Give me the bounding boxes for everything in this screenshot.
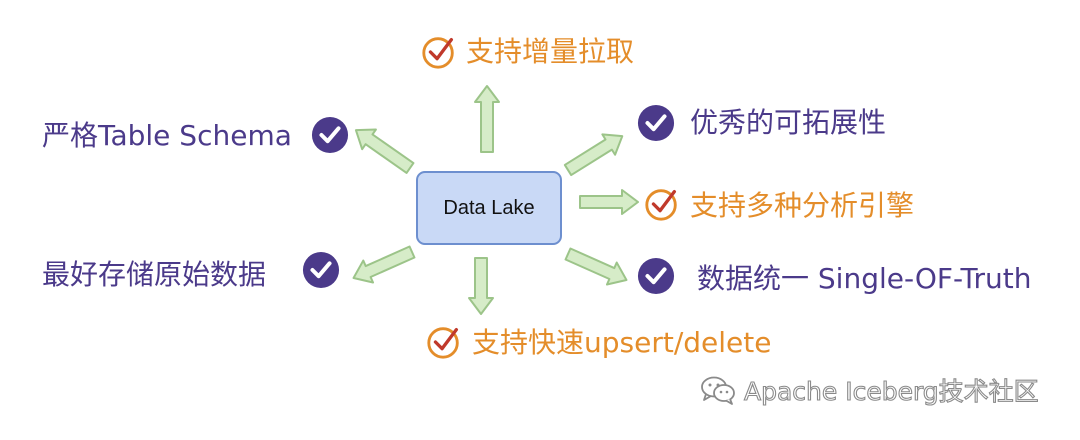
check-circle-filled-icon bbox=[637, 257, 675, 295]
arrow-down-right bbox=[564, 247, 628, 286]
check-circle-outline-icon bbox=[422, 37, 454, 69]
arrow-up-right bbox=[563, 133, 624, 177]
label-scalability: 优秀的可拓展性 bbox=[690, 106, 887, 139]
arrow-up-left bbox=[354, 128, 415, 174]
label-multi-engine: 支持多种分析引擎 bbox=[690, 189, 915, 222]
arrow-up bbox=[474, 85, 500, 153]
arrow-down-left bbox=[352, 245, 416, 284]
label-raw-storage: 最好存储原始数据 bbox=[42, 258, 267, 291]
check-circle-filled-icon bbox=[311, 116, 349, 154]
check-circle-filled-icon bbox=[302, 251, 340, 289]
arrow-right bbox=[579, 189, 639, 215]
wechat-icon bbox=[701, 376, 735, 405]
label-strict-schema: 严格Table Schema bbox=[42, 119, 292, 152]
check-circle-outline-icon bbox=[645, 189, 677, 221]
label-single-source-of-truth: 数据统一 Single-OF-Truth bbox=[697, 262, 1032, 295]
label-incremental-pull: 支持增量拉取 bbox=[466, 35, 635, 68]
check-circle-filled-icon bbox=[637, 104, 675, 142]
arrow-down bbox=[468, 257, 494, 315]
watermark-text: Apache Iceberg技术社区 bbox=[743, 376, 1039, 406]
data-lake-label: Data Lake bbox=[443, 196, 535, 219]
label-fast-upsert-delete: 支持快速upsert/delete bbox=[472, 326, 772, 359]
watermark: Apache Iceberg技术社区 bbox=[700, 372, 1039, 408]
check-circle-outline-icon bbox=[427, 327, 459, 359]
data-lake-node: Data Lake bbox=[416, 171, 562, 245]
